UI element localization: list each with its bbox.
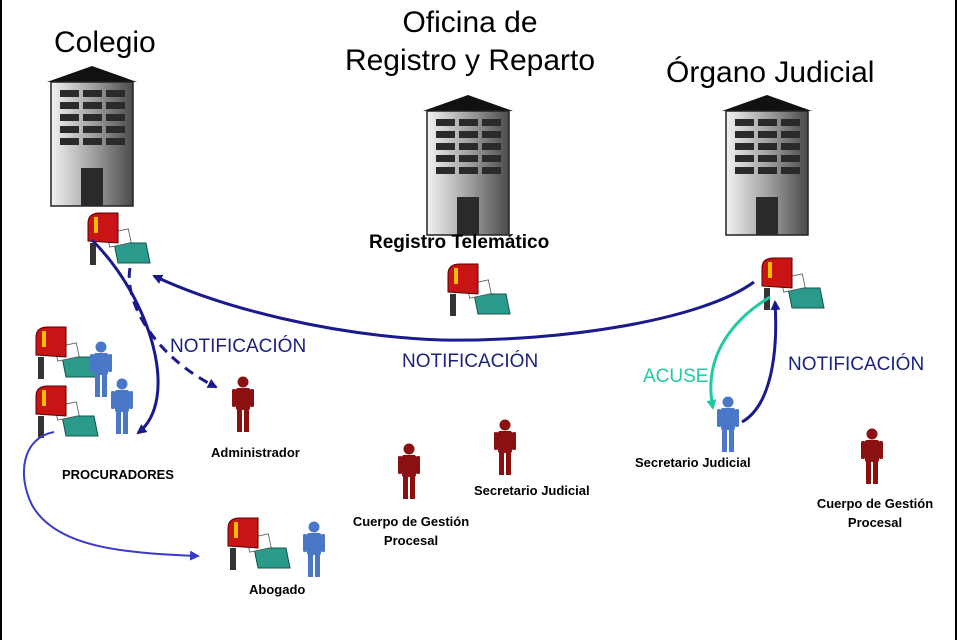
arrow-secretario-to-organo <box>741 300 781 424</box>
label-secretario-judicial-right: Secretario Judicial <box>635 455 751 470</box>
building-organo-judicial <box>721 94 813 236</box>
label-administrador: Administrador <box>211 445 300 460</box>
mailbox-procurador-2 <box>35 385 99 439</box>
mailbox-colegio <box>87 212 151 266</box>
person-secretario-judicial-right <box>717 396 739 452</box>
mailbox-procurador-1 <box>35 326 99 380</box>
label-oficina-line1: Oficina de <box>402 6 538 39</box>
label-cuerpo-gestion-right-2: Procesal <box>847 515 903 530</box>
person-administrador <box>232 376 254 432</box>
arrow-procuradores-to-abogado <box>22 431 200 561</box>
label-notificacion-admin: NOTIFICACIÓN <box>170 336 307 357</box>
person-procurador-2 <box>111 378 133 434</box>
label-procuradores: PROCURADORES <box>62 467 174 482</box>
arrow-colegio-to-procuradores <box>90 238 160 435</box>
person-procurador-1 <box>90 341 112 397</box>
label-cuerpo-gestion-center-2: Procesal <box>383 533 439 548</box>
person-secretario-judicial-center <box>494 419 516 475</box>
label-acuse: ACUSE <box>643 366 709 387</box>
label-notificacion-main: NOTIFICACIÓN <box>402 351 539 372</box>
label-cuerpo-gestion-right-1: Cuerpo de Gestión <box>816 496 934 511</box>
label-cuerpo-gestion-center-1: Cuerpo de Gestión <box>352 514 470 529</box>
arrow-organo-to-colegio <box>152 274 755 342</box>
arrow-acuse <box>706 295 771 410</box>
label-abogado: Abogado <box>249 582 306 597</box>
label-registro-telematico: Registro Telemático <box>369 232 550 253</box>
person-cuerpo-gestion-right <box>861 428 883 484</box>
building-colegio <box>46 65 138 207</box>
person-abogado <box>303 521 325 577</box>
mailbox-registro-telematico <box>447 263 511 317</box>
person-cuerpo-gestion-center <box>398 443 420 499</box>
label-colegio: Colegio <box>54 26 156 59</box>
mailbox-organo-judicial <box>761 257 825 311</box>
mailbox-abogado <box>227 517 291 571</box>
label-notificacion-right: NOTIFICACIÓN <box>788 354 925 375</box>
label-oficina-line2: Registro y Reparto <box>344 44 596 77</box>
label-secretario-judicial-center: Secretario Judicial <box>474 483 590 498</box>
building-oficina-registro <box>422 94 514 236</box>
label-organo-judicial: Órgano Judicial <box>666 56 875 89</box>
